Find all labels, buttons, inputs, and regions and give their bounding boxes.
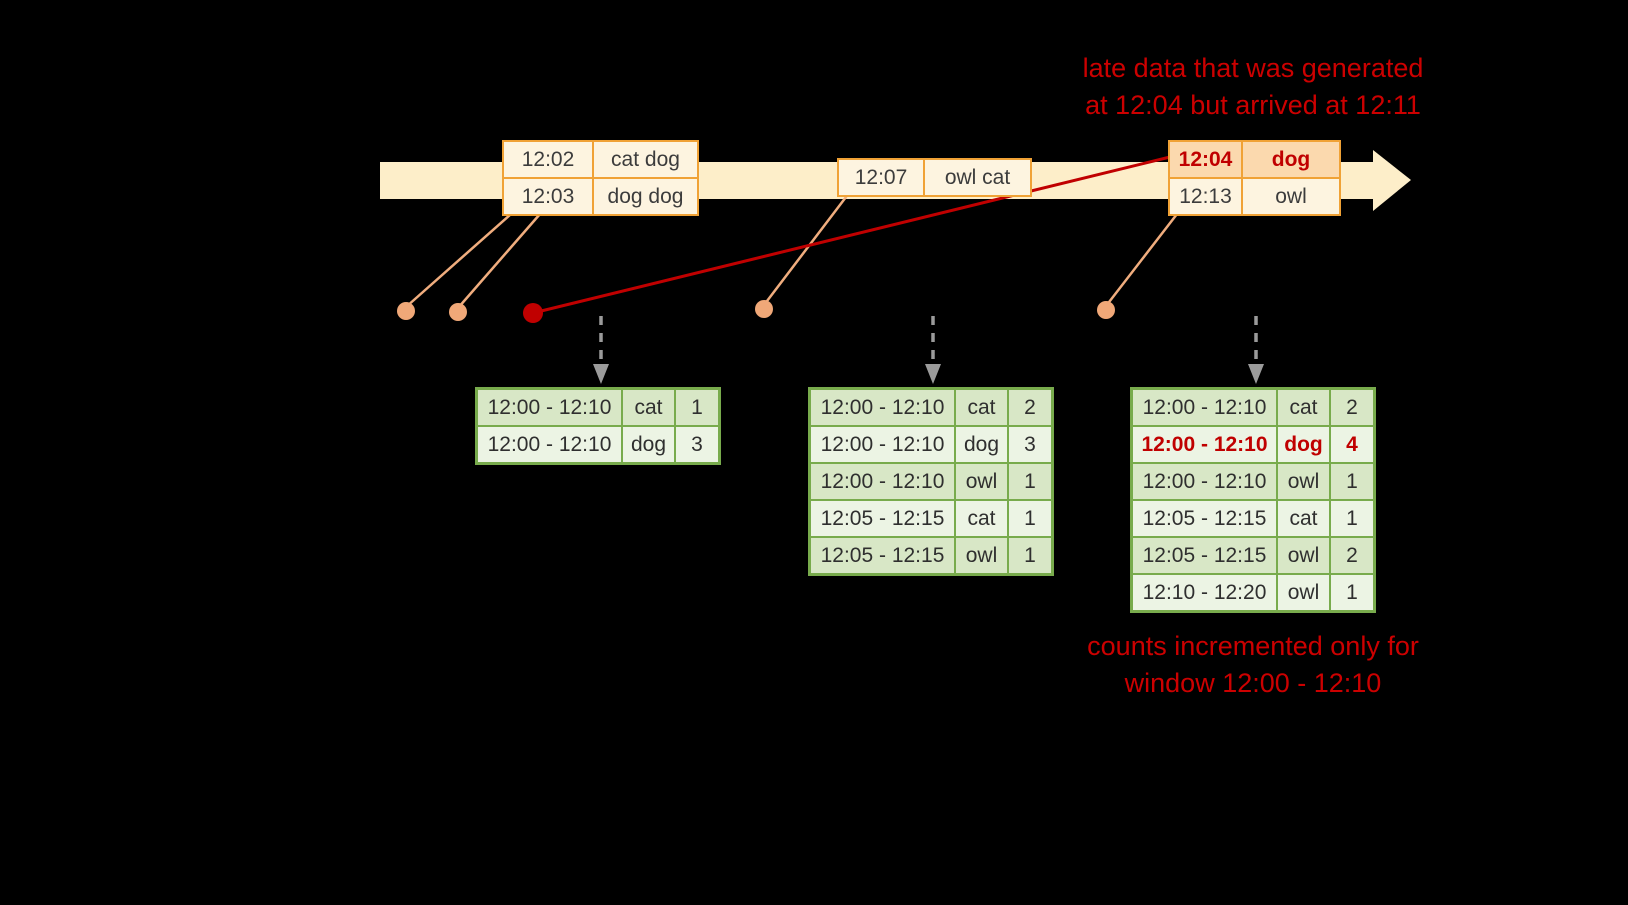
event-connector-1 xyxy=(404,212,513,309)
event-time: 12:03 xyxy=(504,179,592,214)
late-data-line xyxy=(531,155,1172,315)
event-words: dog xyxy=(1241,142,1339,177)
result-count: 2 xyxy=(1329,538,1373,573)
result-row: 12:10 - 12:20 owl 1 xyxy=(1133,573,1373,610)
counts-annotation-line1: counts incremented only for xyxy=(1087,631,1419,661)
result-count: 2 xyxy=(1007,390,1051,425)
result-row: 12:00 - 12:10 owl 1 xyxy=(811,462,1051,499)
event-dot-3 xyxy=(755,300,773,318)
result-window: 12:00 - 12:10 xyxy=(1133,390,1276,425)
event-box-2: 12:07 owl cat xyxy=(837,158,1032,197)
event-connector-2 xyxy=(456,212,542,310)
result-window: 12:05 - 12:15 xyxy=(1133,501,1276,536)
result-word: cat xyxy=(621,390,674,425)
event-row: 12:07 owl cat xyxy=(839,160,1030,195)
result-word: owl xyxy=(954,538,1007,573)
event-box-1: 12:02 cat dog 12:03 dog dog xyxy=(502,140,699,216)
event-dot-1 xyxy=(397,302,415,320)
result-word: owl xyxy=(1276,464,1329,499)
result-window: 12:00 - 12:10 xyxy=(811,427,954,462)
result-count: 1 xyxy=(1007,538,1051,573)
result-window: 12:00 - 12:10 xyxy=(1133,464,1276,499)
result-count: 1 xyxy=(1329,501,1373,536)
result-table-2: 12:00 - 12:10 cat 2 12:00 - 12:10 dog 3 … xyxy=(808,387,1054,576)
event-words: dog dog xyxy=(592,179,697,214)
trigger-arrow-2-head xyxy=(925,364,941,384)
counts-annotation: counts incremented only for window 12:00… xyxy=(1018,628,1488,702)
result-window: 12:10 - 12:20 xyxy=(1133,575,1276,610)
result-word: dog xyxy=(621,427,674,462)
counts-annotation-line2: window 12:00 - 12:10 xyxy=(1124,668,1382,698)
event-time: 12:04 xyxy=(1170,142,1241,177)
result-window: 12:00 - 12:10 xyxy=(1133,427,1276,462)
event-words: cat dog xyxy=(592,142,697,177)
result-count: 4 xyxy=(1329,427,1373,462)
result-word: cat xyxy=(1276,390,1329,425)
event-connector-4 xyxy=(1104,212,1179,308)
result-row: 12:05 - 12:15 cat 1 xyxy=(1133,499,1373,536)
result-count: 1 xyxy=(674,390,718,425)
event-dot-2 xyxy=(449,303,467,321)
result-count: 2 xyxy=(1329,390,1373,425)
result-window: 12:00 - 12:10 xyxy=(811,464,954,499)
event-row: 12:04 dog xyxy=(1170,142,1339,177)
event-time: 12:07 xyxy=(839,160,923,195)
result-word: dog xyxy=(954,427,1007,462)
event-row: 12:03 dog dog xyxy=(504,177,697,214)
result-count: 1 xyxy=(1007,464,1051,499)
result-count: 1 xyxy=(1329,575,1373,610)
late-data-annotation: late data that was generated at 12:04 bu… xyxy=(1018,50,1488,124)
result-word: cat xyxy=(954,390,1007,425)
result-row: 12:00 - 12:10 cat 2 xyxy=(1133,390,1373,425)
result-row: 12:05 - 12:15 cat 1 xyxy=(811,499,1051,536)
event-words: owl xyxy=(1241,179,1339,214)
result-count: 1 xyxy=(1007,501,1051,536)
result-window: 12:00 - 12:10 xyxy=(478,427,621,462)
timeline-arrowhead xyxy=(1373,150,1411,211)
trigger-arrow-3-head xyxy=(1248,364,1264,384)
result-row: 12:00 - 12:10 dog 4 xyxy=(1133,425,1373,462)
result-window: 12:00 - 12:10 xyxy=(811,390,954,425)
result-window: 12:00 - 12:10 xyxy=(478,390,621,425)
result-count: 3 xyxy=(674,427,718,462)
result-word: owl xyxy=(954,464,1007,499)
late-data-annotation-line2: at 12:04 but arrived at 12:11 xyxy=(1085,90,1421,120)
event-time: 12:13 xyxy=(1170,179,1241,214)
result-word: cat xyxy=(954,501,1007,536)
event-time: 12:02 xyxy=(504,142,592,177)
result-window: 12:05 - 12:15 xyxy=(1133,538,1276,573)
event-box-3: 12:04 dog 12:13 owl xyxy=(1168,140,1341,216)
event-connector-3 xyxy=(762,195,848,307)
result-word: dog xyxy=(1276,427,1329,462)
result-row: 12:05 - 12:15 owl 2 xyxy=(1133,536,1373,573)
result-window: 12:05 - 12:15 xyxy=(811,501,954,536)
event-row: 12:13 owl xyxy=(1170,177,1339,214)
result-window: 12:05 - 12:15 xyxy=(811,538,954,573)
result-count: 1 xyxy=(1329,464,1373,499)
result-row: 12:00 - 12:10 owl 1 xyxy=(1133,462,1373,499)
event-words: owl cat xyxy=(923,160,1030,195)
result-word: owl xyxy=(1276,575,1329,610)
late-data-dot xyxy=(523,303,543,323)
result-count: 3 xyxy=(1007,427,1051,462)
event-dot-4 xyxy=(1097,301,1115,319)
result-row: 12:00 - 12:10 cat 1 xyxy=(478,390,718,425)
result-table-1: 12:00 - 12:10 cat 1 12:00 - 12:10 dog 3 xyxy=(475,387,721,465)
result-table-3: 12:00 - 12:10 cat 2 12:00 - 12:10 dog 4 … xyxy=(1130,387,1376,613)
late-data-annotation-line1: late data that was generated xyxy=(1082,53,1424,83)
result-row: 12:00 - 12:10 dog 3 xyxy=(478,425,718,462)
trigger-arrow-1-head xyxy=(593,364,609,384)
result-row: 12:00 - 12:10 cat 2 xyxy=(811,390,1051,425)
result-word: cat xyxy=(1276,501,1329,536)
result-word: owl xyxy=(1276,538,1329,573)
result-row: 12:00 - 12:10 dog 3 xyxy=(811,425,1051,462)
result-row: 12:05 - 12:15 owl 1 xyxy=(811,536,1051,573)
event-row: 12:02 cat dog xyxy=(504,142,697,177)
